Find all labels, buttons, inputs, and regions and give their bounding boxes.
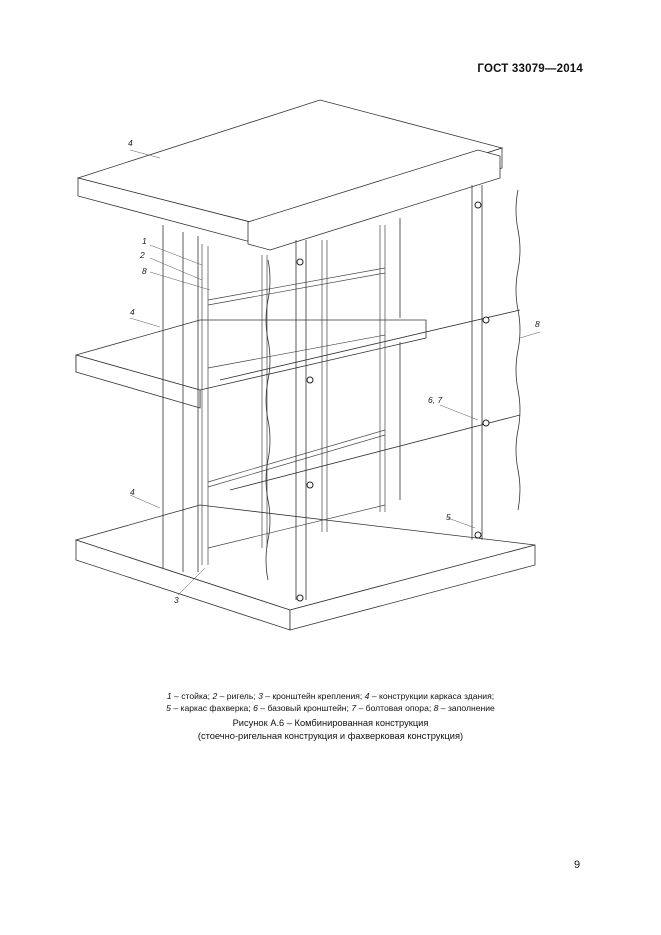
callout-6-7: 6, 7	[428, 395, 442, 405]
callout-5: 5	[446, 512, 451, 522]
legend-num-3: 3	[258, 691, 263, 701]
legend-num-6: 6	[253, 703, 258, 713]
construction-drawing: 4 1 2 8 4 4 3 5 6, 7 8	[74, 99, 541, 631]
legend-text-5: – каркас фахверка;	[170, 703, 254, 713]
page-number: 9	[574, 859, 581, 871]
legend-text-1: – стойка;	[171, 691, 213, 701]
figure-title: Рисунок А.6 – Комбинированная конструкци…	[232, 718, 429, 728]
legend-text-3: – кронштейн крепления;	[262, 691, 365, 701]
legend-text-4: – конструкции каркаса здания;	[369, 691, 495, 701]
figure-subtitle: (стоечно-ригельная конструкция и фахверк…	[197, 731, 464, 741]
legend-text-8: – заполнение	[438, 703, 495, 713]
legend-text-6: – базовый кронштейн;	[257, 703, 352, 713]
callout-4-top: 4	[128, 138, 133, 148]
callout-3: 3	[174, 595, 179, 605]
callout-8-left: 8	[142, 266, 147, 276]
legend-num-8: 8	[433, 703, 439, 713]
curtain-wall-grid	[201, 225, 386, 565]
callout-4-bottom: 4	[130, 487, 135, 497]
legend-num-7: 7	[351, 703, 357, 713]
callout-leaders	[129, 149, 541, 596]
fachwerk-frame	[219, 185, 521, 600]
brackets	[296, 201, 490, 602]
legend-line-1: 1 – стойка; 2 – ригель; 3 – кронштейн кр…	[0, 690, 661, 702]
legend-text-7: – болтовая опора;	[356, 703, 434, 713]
callout-8-right: 8	[535, 319, 540, 329]
legend-line-2: 5 – каркас фахверка; 6 – базовый кронште…	[0, 702, 661, 714]
legend-num-5: 5	[166, 703, 171, 713]
callout-1: 1	[142, 236, 147, 246]
legend-num-1: 1	[166, 691, 172, 701]
legend-num-4: 4	[364, 691, 370, 701]
building-frame	[74, 99, 536, 631]
legend-text-2: – ригель;	[217, 691, 259, 701]
standard-header: ГОСТ 33079—2014	[477, 63, 583, 75]
callout-2: 2	[139, 250, 145, 260]
legend-num-2: 2	[212, 691, 218, 701]
callout-4-middle: 4	[130, 307, 135, 317]
